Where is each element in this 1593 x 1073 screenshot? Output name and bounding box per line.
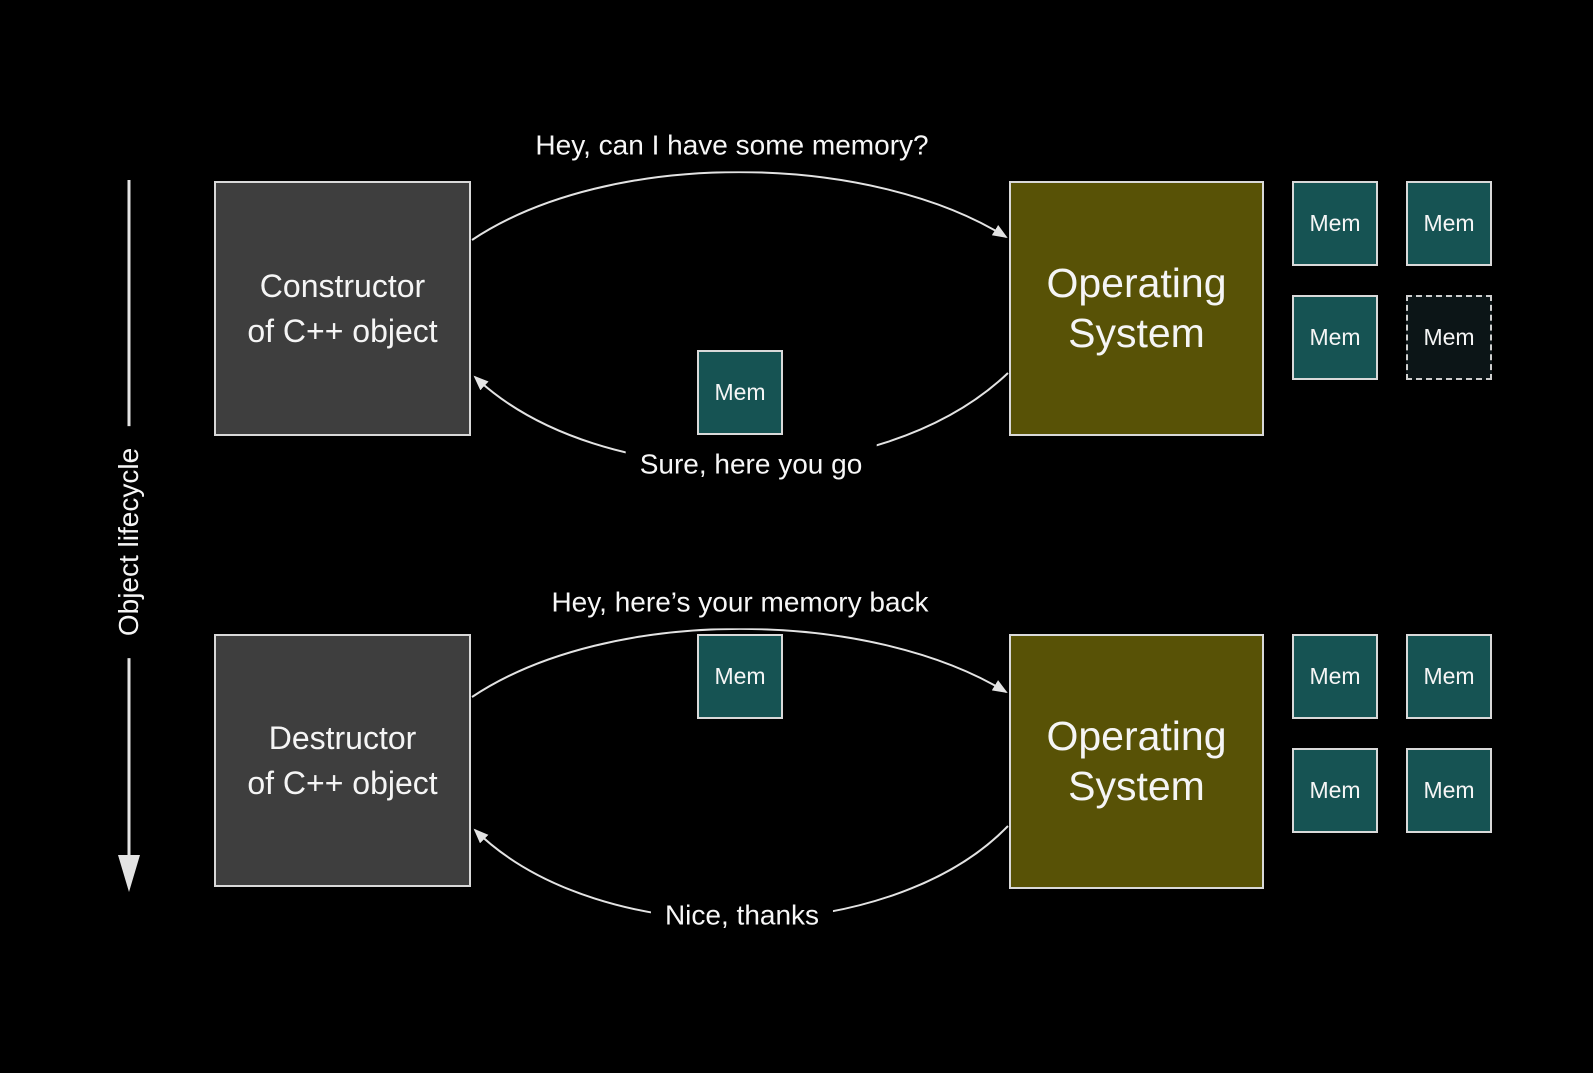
request-memory-label-top: Hey, can I have some memory? <box>521 122 943 172</box>
mem-chip-label: Mem <box>1423 663 1475 689</box>
os-box-bottom: Operating System <box>1009 634 1264 889</box>
mem-chip: Mem <box>1292 634 1378 719</box>
mem-chip-freed: Mem <box>1406 295 1492 380</box>
mem-chip-label: Mem <box>1309 777 1361 803</box>
constructor-label-line1: Constructor <box>259 267 426 304</box>
grant-memory-label-top: Sure, here you go <box>625 441 877 491</box>
os-label-line2-bottom: System <box>1068 762 1205 809</box>
mem-chip: Mem <box>1406 748 1492 833</box>
os-label-line1-top: Operating <box>1046 260 1227 307</box>
mem-chip-label: Mem <box>714 663 766 689</box>
mem-chip-label: Mem <box>1309 324 1361 350</box>
os-label-line1-bottom: Operating <box>1046 713 1227 760</box>
mem-chip-label: Mem <box>1309 663 1361 689</box>
mem-chip-label: Mem <box>1423 210 1475 236</box>
os-label-line2-top: System <box>1068 309 1205 356</box>
constructor-label-line2: of C++ object <box>247 312 438 349</box>
return-memory-label-bottom: Hey, here’s your memory back <box>537 579 943 629</box>
mem-chip: Mem <box>1406 181 1492 266</box>
mem-chip-label: Mem <box>1423 324 1475 350</box>
mem-chip: Mem <box>1292 748 1378 833</box>
mem-chip: Mem <box>1292 181 1378 266</box>
mem-chip-transfer-top: Mem <box>697 350 783 435</box>
destructor-label-line2: of C++ object <box>247 764 438 801</box>
thanks-label-bottom: Nice, thanks <box>650 892 834 942</box>
destructor-label-line1: Destructor <box>268 719 417 756</box>
mem-chip: Mem <box>1406 634 1492 719</box>
mem-chip-label: Mem <box>1309 210 1361 236</box>
mem-chip: Mem <box>1292 295 1378 380</box>
constructor-box: Constructor of C++ object <box>214 181 471 436</box>
mem-chip-transfer-bottom: Mem <box>697 634 783 719</box>
destructor-box: Destructor of C++ object <box>214 634 471 887</box>
lifecycle-axis-arrowhead <box>118 855 140 892</box>
mem-chip-label: Mem <box>714 379 766 405</box>
return-memory-arrow-bottom <box>471 627 1008 698</box>
lifecycle-axis-label: Object lifecycle <box>109 425 149 659</box>
request-memory-arrow-top <box>471 171 1008 241</box>
mem-chip-label: Mem <box>1423 777 1475 803</box>
os-box-top: Operating System <box>1009 181 1264 436</box>
